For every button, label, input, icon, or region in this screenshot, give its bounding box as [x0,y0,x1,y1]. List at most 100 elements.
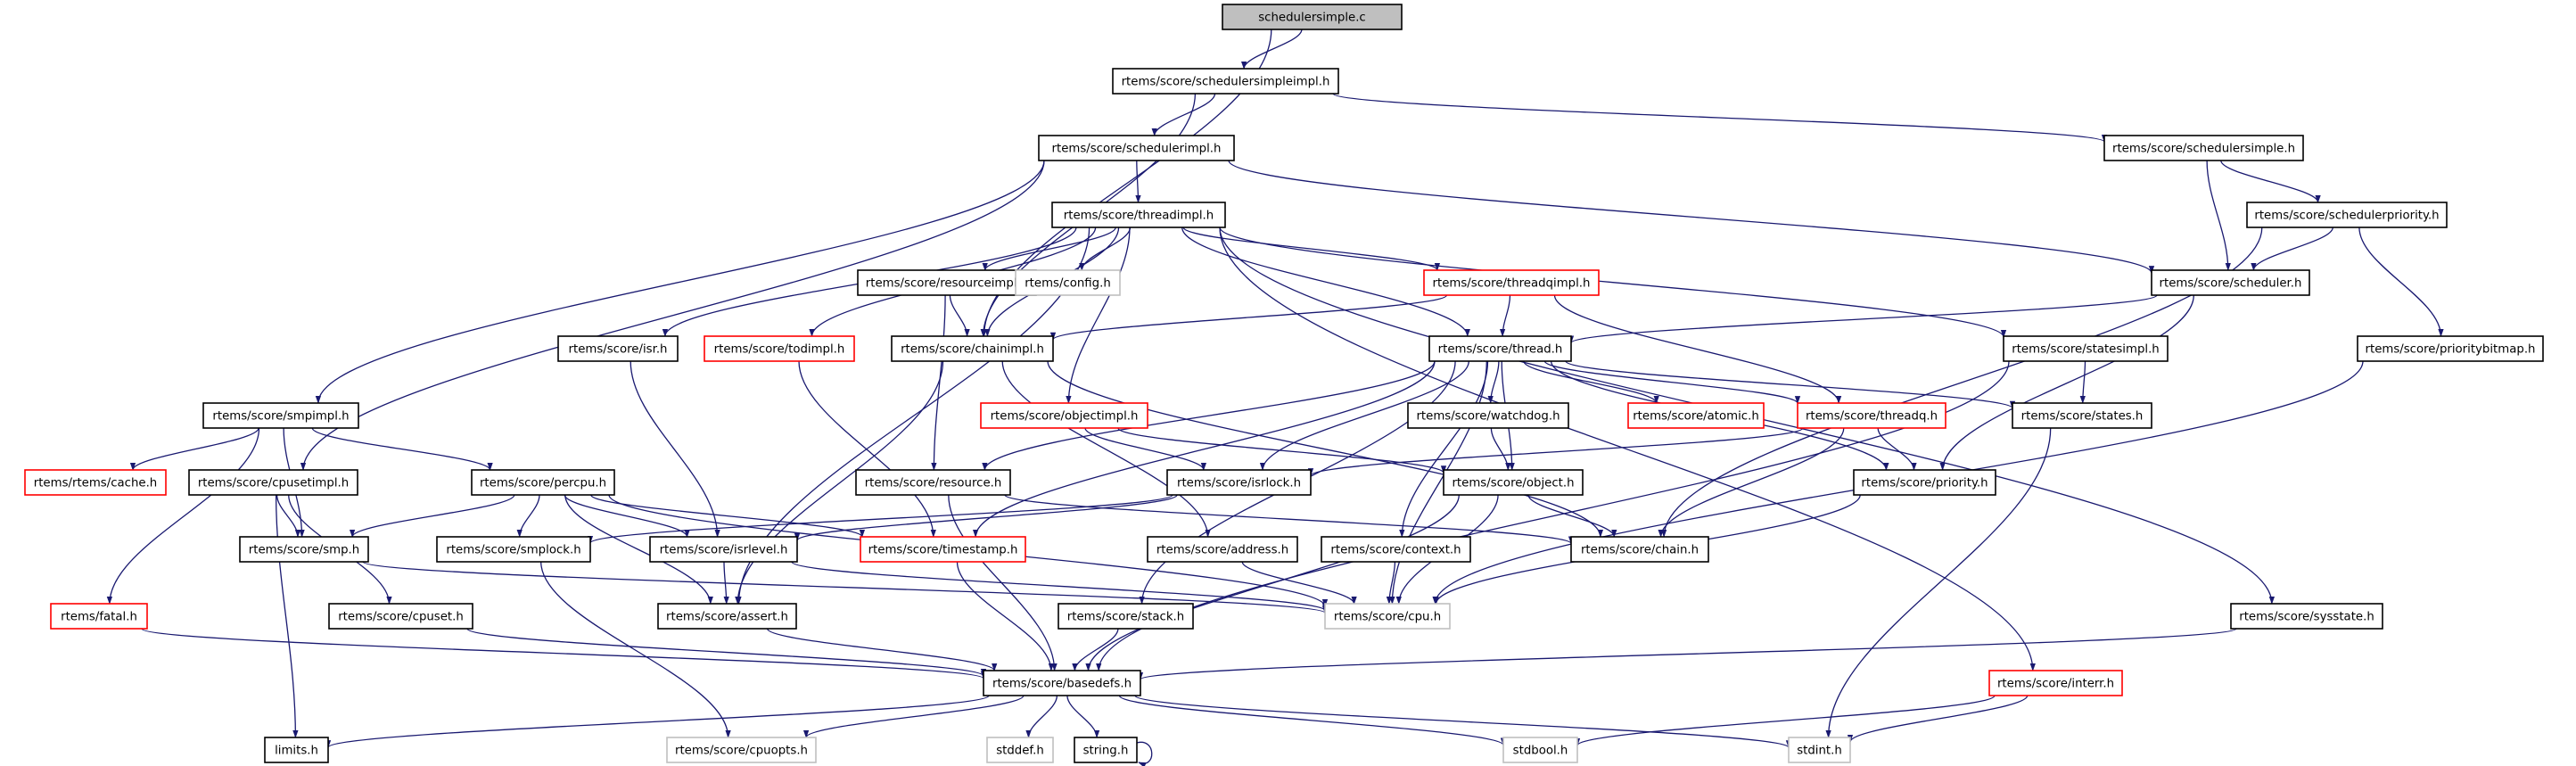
node-interr[interactable]: rtems/score/interr.h [1988,670,2123,696]
edge-threadq-to-isrlock [1308,427,1804,477]
edge-threadqimpl-to-thread [1499,294,1511,337]
edge-thread-to-atomic [1523,360,1659,404]
node-percpu[interactable]: rtems/score/percpu.h [471,469,615,496]
node-box [50,603,148,630]
node-isrlevel[interactable]: rtems/score/isrlevel.h [649,536,798,563]
node-cache[interactable]: rtems/rtems/cache.h [24,469,167,496]
node-limits[interactable]: limits.h [264,737,329,763]
node-string[interactable]: string.h [1074,737,1138,763]
node-smpimpl[interactable]: rtems/score/smpimpl.h [202,402,359,429]
edge-stack-to-basedefs [1072,628,1119,671]
node-box [1166,469,1312,496]
node-atomic[interactable]: rtems/score/atomic.h [1627,402,1765,429]
node-label: rtems/score/schedulerpriority.h [2254,210,2439,223]
edge-states-to-stdint [1825,427,2052,738]
edges-layer [106,29,2444,766]
edge-cpusetimpl-to-limits [275,494,299,738]
node-statesimpl[interactable]: rtems/score/statesimpl.h [2003,335,2169,362]
node-context[interactable]: rtems/score/context.h [1321,536,1471,563]
edge-chainimpl-to-assert [735,360,944,605]
node-box [704,335,855,362]
node-isrlock[interactable]: rtems/score/isrlock.h [1166,469,1312,496]
node-label: rtems/score/cpuopts.h [675,745,808,758]
edge-cpuset-to-basedefs [466,628,986,677]
node-cpuset[interactable]: rtems/score/cpuset.h [328,603,473,630]
edge-todimpl-to-timestamp [798,360,936,538]
edge-thread-to-cpu [1389,360,1487,605]
node-priority[interactable]: rtems/score/priority.h [1853,469,1996,496]
edge-threadimpl-to-objectimpl [1066,227,1131,404]
node-label: rtems/score/threadimpl.h [1064,210,1214,223]
node-label: rtems/score/percpu.h [480,477,606,490]
node-label: rtems/score/sysstate.h [2239,611,2374,624]
node-scheduler[interactable]: rtems/score/scheduler.h [2151,269,2310,296]
node-stack[interactable]: rtems/score/stack.h [1058,603,1194,630]
node-label: rtems/score/address.h [1156,544,1288,557]
node-stdint: stdint.h [1788,737,1851,763]
edge-fatal-to-basedefs [141,628,986,680]
node-cpusetimpl[interactable]: rtems/score/cpusetimpl.h [188,469,358,496]
node-box [1627,402,1765,429]
node-threadimpl[interactable]: rtems/score/threadimpl.h [1051,202,1226,228]
node-label: rtems/score/atomic.h [1633,410,1759,424]
node-assert[interactable]: rtems/score/assert.h [657,603,797,630]
edge-basedefs-to-cpuopts [803,695,1025,738]
node-todimpl[interactable]: rtems/score/todimpl.h [704,335,855,362]
node-label: rtems/rtems/cache.h [34,477,157,490]
node-address[interactable]: rtems/score/address.h [1147,536,1298,563]
node-watchdog[interactable]: rtems/score/watchdog.h [1407,402,1569,429]
node-box [1407,402,1569,429]
edge-threadqimpl-to-threadq [1553,294,1842,404]
node-threadqimpl[interactable]: rtems/score/threadqimpl.h [1423,269,1600,296]
node-box [188,469,358,496]
node-schedsimpleimpl[interactable]: rtems/score/schedulersimpleimpl.h [1112,68,1339,95]
edge-threadq-to-priority [1877,427,1917,471]
edge-chainimpl-to-address [1001,360,1211,538]
node-thread[interactable]: rtems/score/thread.h [1428,335,1572,362]
node-box [1853,469,1996,496]
node-schedsimple[interactable]: rtems/score/schedulersimple.h [2103,135,2304,161]
node-smp[interactable]: rtems/score/smp.h [239,536,369,563]
node-label: rtems/score/isr.h [569,343,668,357]
edge-basedefs-to-stdbool [1118,695,1506,746]
node-box [1428,335,1572,362]
node-states[interactable]: rtems/score/states.h [2012,402,2152,429]
node-prioritybitmap[interactable]: rtems/score/prioritybitmap.h [2357,335,2544,362]
node-object[interactable]: rtems/score/object.h [1443,469,1584,496]
node-schedprio[interactable]: rtems/score/schedulerpriority.h [2246,202,2448,228]
edge-object-to-basedefs [1085,494,1460,671]
node-sysstate[interactable]: rtems/score/sysstate.h [2230,603,2383,630]
edge-smpimpl-to-fatal [106,427,260,605]
node-box [1074,737,1138,763]
node-resourceimpl[interactable]: rtems/score/resourceimpl.h [857,269,1037,296]
node-resource[interactable]: rtems/score/resource.h [855,469,1011,496]
edge-thread-to-watchdog [1487,360,1500,404]
node-timestamp[interactable]: rtems/score/timestamp.h [860,536,1026,563]
node-label: rtems/score/context.h [1330,544,1461,557]
node-threadq[interactable]: rtems/score/threadq.h [1797,402,1946,429]
node-objectimpl[interactable]: rtems/score/objectimpl.h [980,402,1148,429]
edge-resourceimpl-to-chainimpl [949,294,970,337]
node-label: rtems/score/priority.h [1861,477,1988,490]
edge-basedefs-to-string [1066,695,1100,738]
node-smplock[interactable]: rtems/score/smplock.h [436,536,591,563]
node-fatal[interactable]: rtems/fatal.h [50,603,148,630]
node-chainimpl[interactable]: rtems/score/chainimpl.h [891,335,1054,362]
edge-thread-to-timestamp [973,360,1436,538]
edge-isrlock-to-smplock [588,494,1173,544]
node-label: rtems/score/watchdog.h [1416,410,1560,424]
node-label: rtems/score/cpu.h [1334,611,1441,624]
node-box [2357,335,2544,362]
edge-threadimpl-to-config [1079,227,1132,271]
node-label: rtems/score/todimpl.h [714,343,845,357]
node-box [436,536,591,563]
node-chain[interactable]: rtems/score/chain.h [1570,536,1709,563]
node-isr[interactable]: rtems/score/isr.h [557,335,679,362]
node-label: rtems/score/object.h [1452,477,1574,490]
node-schedimpl[interactable]: rtems/score/schedulerimpl.h [1038,135,1235,161]
node-basedefs[interactable]: rtems/score/basedefs.h [983,670,1141,696]
node-label: stddef.h [996,745,1044,758]
node-label: rtems/score/statesimpl.h [2012,343,2159,357]
node-label: rtems/score/isrlock.h [1177,477,1301,490]
edge-object-to-chain [1527,494,1617,538]
